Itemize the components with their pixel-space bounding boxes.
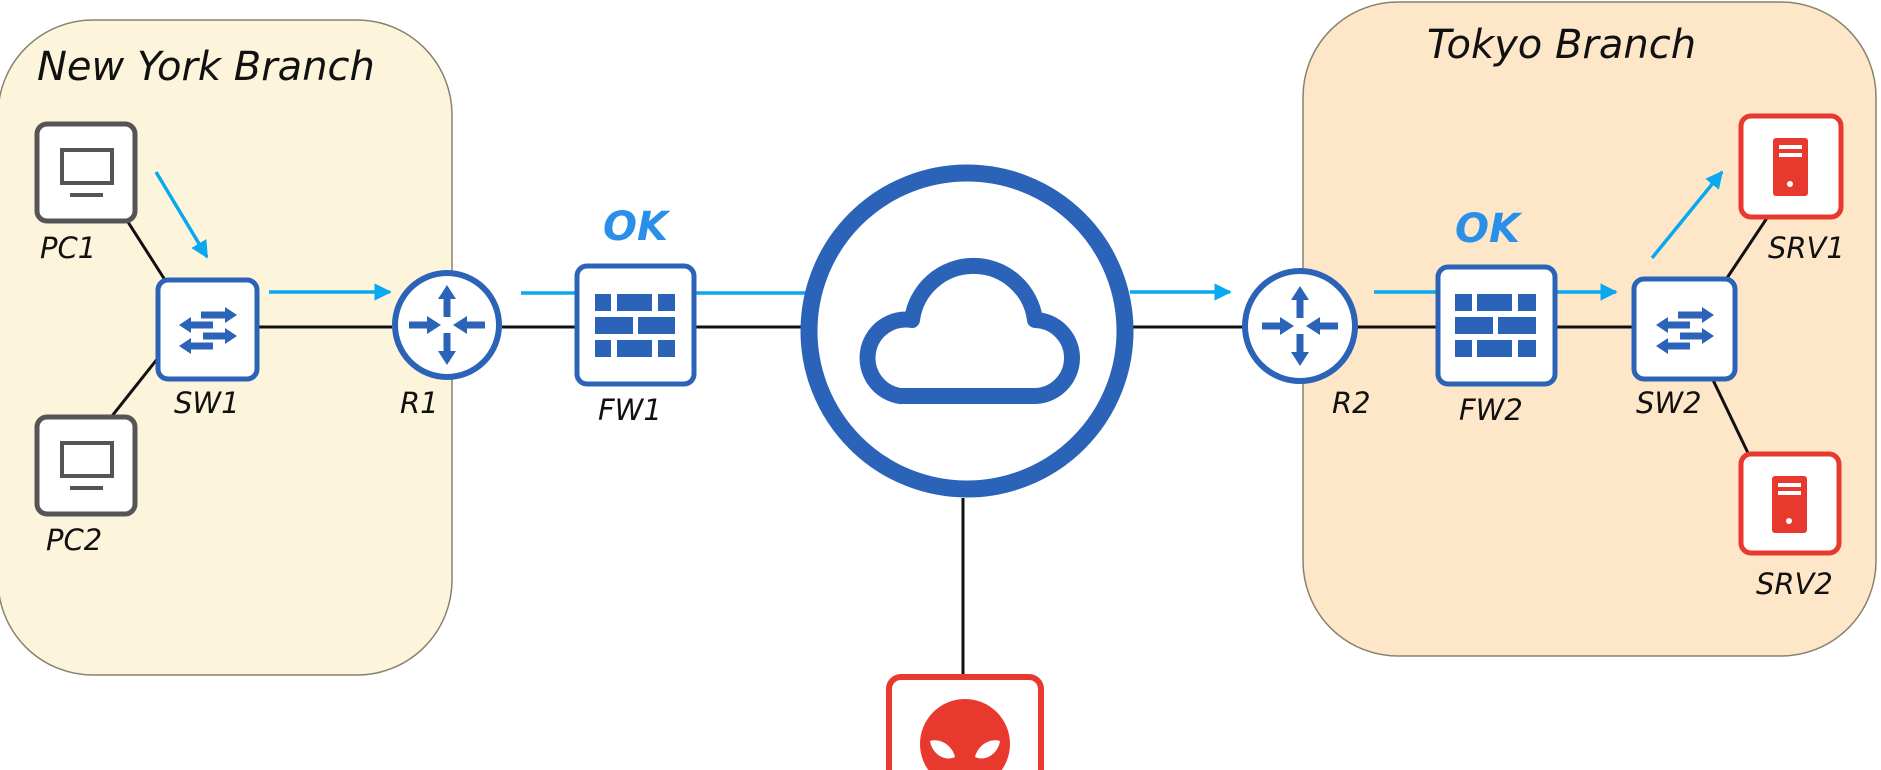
server-tower-icon xyxy=(1773,138,1808,196)
pc1-frame xyxy=(34,121,138,224)
node-sw2[interactable]: SW2 xyxy=(1631,276,1738,420)
sw2-frame xyxy=(1631,276,1738,382)
brick-wall-icon xyxy=(595,294,675,357)
fw2-label: FW2 xyxy=(1459,393,1523,427)
cloud-icon xyxy=(859,257,1080,405)
pc2-label: PC2 xyxy=(46,523,102,557)
sw1-label: SW1 xyxy=(174,386,240,420)
monitor-icon xyxy=(60,441,114,490)
skull-hacker-icon xyxy=(920,699,1010,770)
pc2-frame xyxy=(34,414,138,517)
sw1-frame xyxy=(155,277,260,382)
fw1-frame xyxy=(574,263,697,387)
zone-new-york-title: New York Branch xyxy=(37,44,375,90)
node-r2[interactable]: R2 xyxy=(1242,268,1371,420)
zone-tokyo-title: Tokyo Branch xyxy=(1427,22,1696,68)
node-srv1[interactable]: SRV1 xyxy=(1738,113,1845,265)
fw1-label: FW1 xyxy=(598,393,662,427)
r2-label: R2 xyxy=(1332,386,1371,420)
node-r1[interactable]: R1 xyxy=(392,270,502,420)
brick-wall-icon xyxy=(1455,294,1536,357)
fw1-status: OK xyxy=(603,204,671,250)
node-pc2[interactable]: PC2 xyxy=(34,414,138,557)
link-sw2-srv2 xyxy=(1711,379,1750,454)
pc1-label: PC1 xyxy=(40,231,96,265)
r1-label: R1 xyxy=(400,386,439,420)
switch-arrows-icon xyxy=(179,307,237,354)
r2-frame xyxy=(1242,268,1358,384)
zone-tokyo: Tokyo Branch xyxy=(1302,1,1877,657)
node-sw1[interactable]: SW1 xyxy=(155,277,260,420)
srv1-label: SRV1 xyxy=(1768,231,1845,265)
link-pc1-sw1 xyxy=(126,221,167,281)
srv2-label: SRV2 xyxy=(1756,567,1833,601)
links xyxy=(110,217,1769,676)
r1-frame xyxy=(392,270,502,380)
node-attacker[interactable] xyxy=(886,674,1044,770)
flow-arrow-sw2-srv1 xyxy=(1650,170,1724,260)
router-arrows-icon xyxy=(1262,286,1338,366)
node-pc1[interactable]: PC1 xyxy=(34,121,138,265)
node-srv2[interactable]: SRV2 xyxy=(1738,451,1842,601)
monitor-icon xyxy=(60,148,114,197)
zone-tokyo-box xyxy=(1302,1,1877,657)
link-sw2-srv1 xyxy=(1725,217,1769,279)
internet-frame xyxy=(800,164,1134,498)
router-arrows-icon xyxy=(409,285,485,365)
switch-arrows-icon xyxy=(1656,307,1714,354)
node-fw2[interactable]: OK FW2 xyxy=(1435,206,1558,427)
node-fw1[interactable]: OK FW1 xyxy=(574,204,697,427)
sw2-label: SW2 xyxy=(1636,386,1702,420)
link-pc2-sw1 xyxy=(110,357,160,417)
flow-arrow-pc1-sw1 xyxy=(154,171,209,259)
server-tower-icon xyxy=(1772,476,1807,533)
fw2-status: OK xyxy=(1455,206,1523,252)
node-internet[interactable] xyxy=(800,164,1134,498)
